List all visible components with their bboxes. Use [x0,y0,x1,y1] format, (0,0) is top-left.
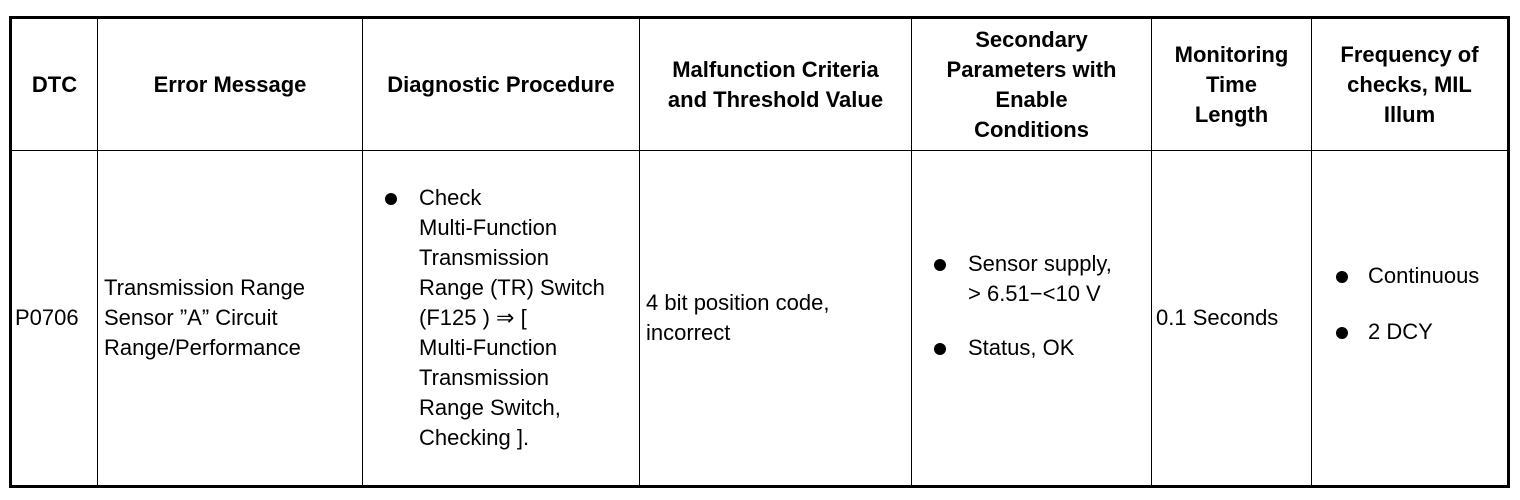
monitoring-time-text: 0.1 Seconds [1156,305,1279,330]
table-row: P0706 Transmission Range Sensor ”A” Circ… [10,150,1509,487]
error-message-cell: Transmission Range Sensor ”A” Circuit Ra… [97,150,363,487]
secondary-parameters-list: Sensor supply, > 6.51−<10 V Status, OK [912,249,1151,363]
bullet-icon [385,193,397,205]
procedure-item: Check Multi-Function Transmission Range … [363,183,639,453]
procedure-list: Check Multi-Function Transmission Range … [363,183,639,453]
dtc-table: DTC Error Message Diagnostic Procedure M… [9,16,1510,488]
frequency-item: 2 DCY [1312,317,1507,347]
frequency-item: Continuous [1312,261,1507,291]
header-diagnostic-procedure: Diagnostic Procedure [362,17,640,151]
bullet-icon [1336,327,1348,339]
secondary-parameters-cell: Sensor supply, > 6.51−<10 V Status, OK [911,150,1152,487]
header-error-message: Error Message [97,17,363,151]
dtc-code-cell: P0706 [10,150,98,487]
frequency-list: Continuous 2 DCY [1312,261,1507,347]
header-row: DTC Error Message Diagnostic Procedure M… [10,17,1509,151]
error-message-text: Transmission Range Sensor ”A” Circuit Ra… [104,275,305,360]
header-malfunction-criteria: Malfunction Criteria and Threshold Value [639,17,912,151]
bullet-icon [934,259,946,271]
bullet-icon [1336,271,1348,283]
dtc-code: P0706 [15,305,79,330]
header-dtc: DTC [10,17,98,151]
header-secondary-parameters: Secondary Parameters with Enable Conditi… [911,17,1152,151]
frequency-cell: Continuous 2 DCY [1311,150,1509,487]
header-monitoring-time: Monitoring Time Length [1151,17,1312,151]
malfunction-criteria-cell: 4 bit position code, incorrect [639,150,912,487]
header-frequency: Frequency of checks, MIL Illum [1311,17,1509,151]
bullet-icon [934,343,946,355]
secondary-parameter-item: Sensor supply, > 6.51−<10 V [912,249,1151,309]
secondary-parameter-item: Status, OK [912,333,1151,363]
monitoring-time-cell: 0.1 Seconds [1151,150,1312,487]
diagnostic-procedure-cell: Check Multi-Function Transmission Range … [362,150,640,487]
malfunction-criteria-text: 4 bit position code, incorrect [646,290,830,345]
